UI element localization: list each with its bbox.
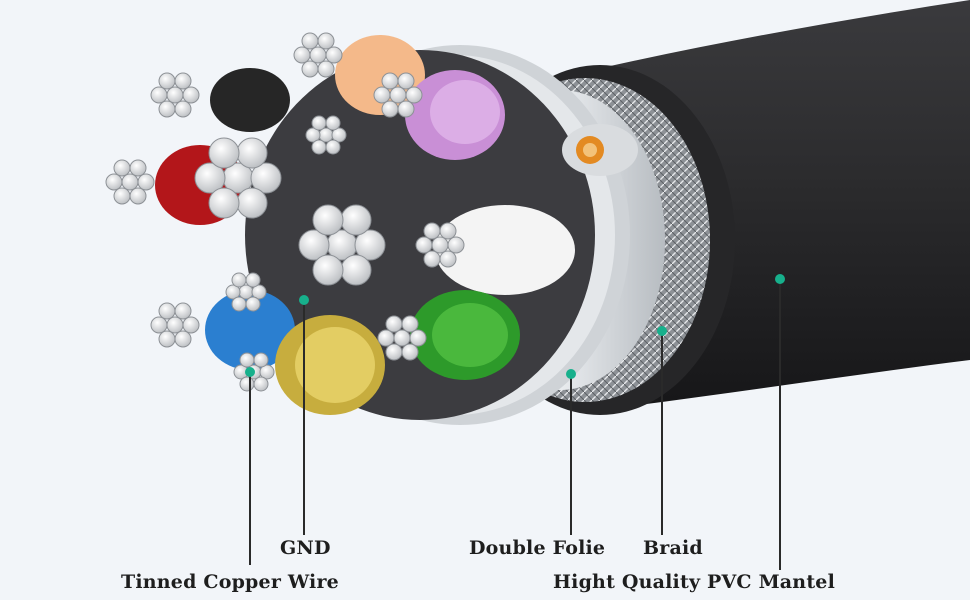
label-tinned-copper-wire: Tinned Copper Wire [121,571,339,593]
marker-braid [657,326,667,336]
label-pvc-mantel: Hight Quality PVC Mantel [553,571,835,593]
marker-double-folie [566,369,576,379]
orange-drain-wire [562,124,638,176]
label-braid: Braid [643,537,703,559]
marker-tinned-copper-wire [245,367,255,377]
label-double-folie: Double Folie [469,537,605,559]
label-gnd: GND [280,537,331,559]
marker-pvc-mantel [775,274,785,284]
marker-gnd [299,295,309,305]
